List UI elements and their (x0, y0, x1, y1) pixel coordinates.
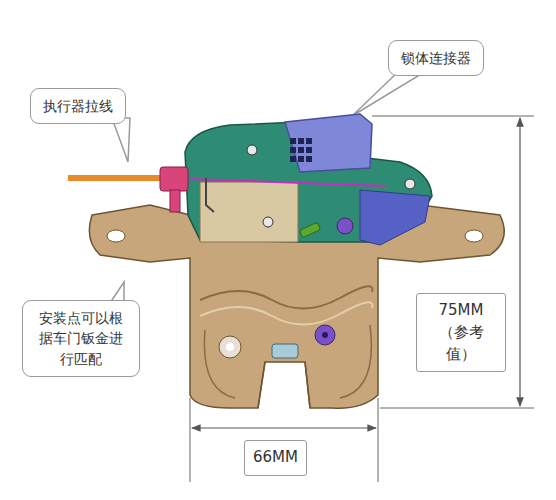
callout-bubble: 安装点可以根据车门钣金进行匹配 (22, 300, 140, 377)
cable-clip (170, 190, 180, 212)
extension-line (190, 398, 191, 482)
screw (405, 179, 415, 189)
dimension-line (192, 427, 376, 428)
screw (247, 145, 257, 155)
callout-text: 安装点可以根据车门钣金进行匹配 (35, 308, 127, 369)
dimension-line (519, 118, 520, 406)
plate-emboss (200, 302, 372, 324)
lever (299, 222, 321, 238)
actuator-cable (68, 175, 162, 181)
connector-pin (298, 138, 304, 144)
rivet (219, 336, 241, 358)
extension-line (380, 408, 534, 409)
rod-hook (206, 178, 214, 212)
callout-text: 75MM （参考值） (425, 300, 497, 365)
dimension-box: 66MM (244, 440, 307, 476)
connector-pin (290, 147, 296, 153)
connector-pin (306, 138, 312, 144)
lock-connector (285, 114, 372, 172)
extension-line (372, 116, 534, 117)
connector-pins (290, 138, 312, 162)
rivet (322, 332, 328, 338)
plate-emboss (204, 325, 371, 398)
extension-line (378, 398, 379, 482)
callout-text: 锁体连接器 (401, 48, 471, 68)
dimension-box: 75MM （参考值） (416, 293, 506, 372)
mount-hole (107, 230, 125, 242)
connector-pin (290, 156, 296, 162)
striker-slot (272, 344, 298, 358)
callout-tail (112, 118, 130, 162)
callout-tail (352, 70, 418, 116)
connector-pin (298, 147, 304, 153)
callout-bubble: 锁体连接器 (388, 40, 484, 76)
rivet (315, 325, 335, 345)
callout-bubble: 执行器拉线 (30, 88, 126, 124)
rivet (226, 343, 234, 351)
connector-pin (298, 156, 304, 162)
callout-text: 执行器拉线 (43, 96, 113, 116)
screw (263, 217, 273, 227)
connector-pin (306, 156, 312, 162)
mount-hole (465, 230, 483, 242)
rivet (337, 218, 353, 234)
housing-base (360, 190, 430, 245)
connector-pin (290, 138, 296, 144)
actuator-rod (190, 179, 385, 186)
connector-pin (306, 147, 312, 153)
callout-text: 66MM (253, 447, 298, 469)
cover-plate (200, 182, 298, 242)
plate-emboss (200, 286, 372, 308)
striker-mouth (258, 362, 310, 408)
cable-clip (160, 167, 188, 191)
